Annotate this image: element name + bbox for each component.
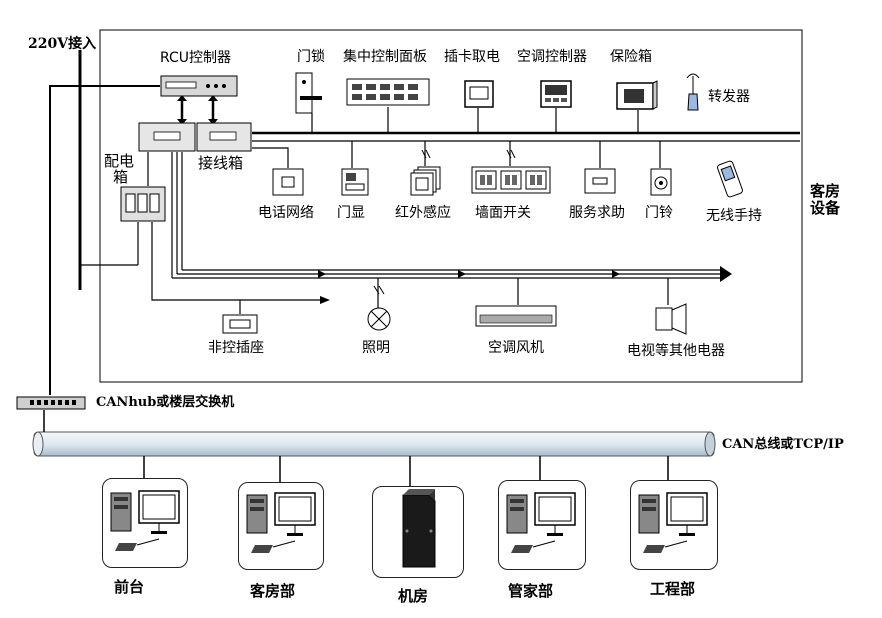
door-display-label: 门显 xyxy=(337,205,365,221)
infrared-sensor-icon xyxy=(410,166,442,196)
server-room-label: 机房 xyxy=(398,587,429,605)
ac-controller-label: 空调控制器 xyxy=(517,49,587,65)
repeater-icon xyxy=(684,70,702,112)
door-lock-icon xyxy=(294,72,326,114)
can-hub-icon xyxy=(16,395,86,411)
infrared-sensor-label: 红外感应 xyxy=(395,205,451,221)
power-label: 220V接入 xyxy=(28,36,97,52)
lighting-label: 照明 xyxy=(362,340,390,356)
wireless-handheld-icon xyxy=(716,158,748,200)
outlet-icon xyxy=(222,314,258,334)
card-power-icon xyxy=(464,80,494,108)
distribution-box-label-1: 配电 xyxy=(104,152,135,170)
ac-controller-icon xyxy=(540,80,572,108)
central-panel-label: 集中控制面板 xyxy=(343,49,427,65)
doorbell-icon xyxy=(650,168,672,196)
can-bus-label: CAN总线或TCP/IP xyxy=(722,437,844,452)
server-room-station xyxy=(372,486,464,578)
junction-box-right-icon xyxy=(196,122,252,152)
door-display-icon xyxy=(341,168,369,196)
engineering-label: 工程部 xyxy=(650,580,696,598)
phone-network-label: 电话网络 xyxy=(258,205,314,221)
safe-box-label: 保险箱 xyxy=(610,49,652,65)
junction-box-label: 接线箱 xyxy=(198,154,244,172)
tv-icon xyxy=(654,302,690,338)
central-panel-icon xyxy=(346,78,430,106)
front-desk-label: 前台 xyxy=(114,578,145,596)
butler-station xyxy=(498,480,586,570)
distribution-box-label-2: 箱 xyxy=(113,168,129,186)
ac-fan-icon xyxy=(475,305,557,327)
rcu-controller-icon xyxy=(160,74,238,98)
housekeeping-station xyxy=(238,482,324,570)
wall-switch-label: 墙面开关 xyxy=(475,205,531,221)
ac-fan-label: 空调风机 xyxy=(488,340,544,356)
tv-label: 电视等其他电器 xyxy=(627,343,725,359)
doorbell-label: 门铃 xyxy=(645,205,673,221)
front-desk-station xyxy=(102,478,188,568)
junction-box-left-icon xyxy=(138,122,196,152)
butler-label: 管家部 xyxy=(508,582,554,600)
door-lock-label: 门锁 xyxy=(297,49,325,65)
distribution-box-icon xyxy=(120,186,166,222)
housekeeping-label: 客房部 xyxy=(250,582,296,600)
lighting-icon xyxy=(366,306,392,332)
card-power-label: 插卡取电 xyxy=(444,49,500,65)
service-call-icon xyxy=(584,168,616,194)
can-uplink xyxy=(49,85,160,395)
can-bus-tube xyxy=(33,431,715,457)
room-frame xyxy=(99,29,803,383)
rcu-label: RCU控制器 xyxy=(160,50,232,66)
outlet-label: 非控插座 xyxy=(208,340,264,356)
room-equipment-label-2: 设备 xyxy=(810,199,841,217)
phone-network-icon xyxy=(272,168,304,196)
repeater-label: 转发器 xyxy=(708,89,750,105)
room-equipment-label-1: 客房 xyxy=(810,182,841,200)
wall-switch-icon xyxy=(471,166,551,194)
service-call-label: 服务求助 xyxy=(569,205,625,221)
safe-box-icon xyxy=(616,80,658,110)
can-hub-label: CANhub或楼层交换机 xyxy=(96,395,235,410)
engineering-station xyxy=(630,480,718,570)
wireless-handheld-label: 无线手持 xyxy=(706,208,762,224)
